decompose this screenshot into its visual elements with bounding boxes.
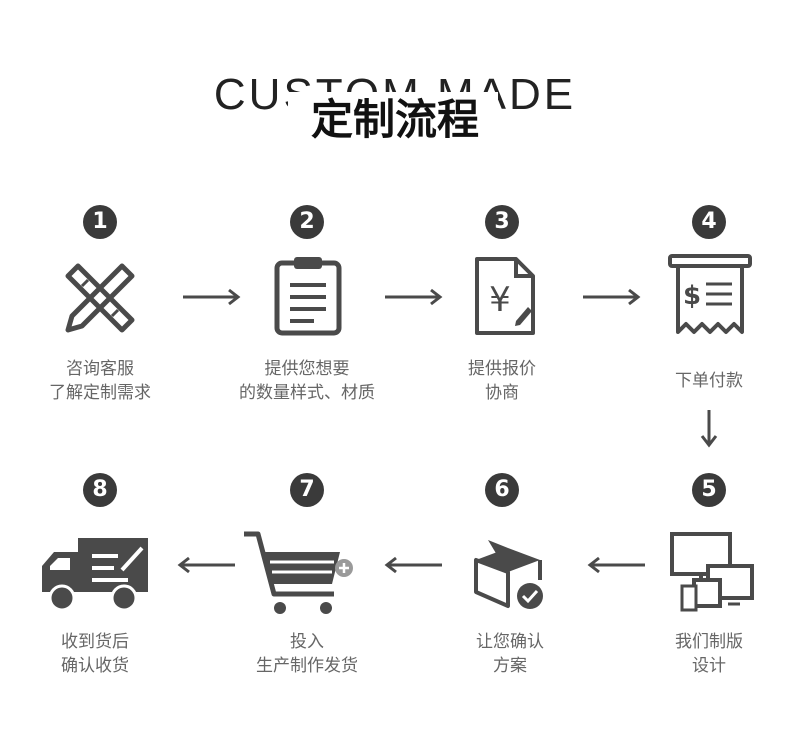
step-number-8: 8 — [83, 473, 117, 507]
shopping-cart-icon — [244, 531, 353, 614]
arrow-right-icon — [385, 288, 443, 306]
step-label-8-line1: 收到货后 — [61, 632, 129, 652]
box-check-icon — [474, 540, 543, 609]
step-label-3-line2: 协商 — [485, 383, 519, 403]
step-label-8-line2: 确认收货 — [61, 656, 129, 676]
step-number-2: 2 — [290, 205, 324, 239]
step-label-7-line2: 生产制作发货 — [256, 656, 358, 676]
step-number-5: 5 — [692, 473, 726, 507]
step-label-2-line2: 的数量样式、材质 — [239, 383, 375, 403]
step-label-2: 提供您想要 的数量样式、材质 — [217, 357, 397, 405]
step-label-1-line1: 咨询客服 — [66, 359, 134, 379]
step-number-3: 3 — [485, 205, 519, 239]
step-label-8: 收到货后 确认收货 — [5, 630, 185, 678]
ruler-pencil-icon — [65, 263, 135, 333]
title-backdrop — [288, 92, 498, 150]
step-number-4: 4 — [692, 205, 726, 239]
step-label-4: 下单付款 — [619, 369, 790, 393]
arrow-left-icon — [587, 556, 645, 574]
step-label-3-line1: 提供报价 — [468, 359, 536, 379]
clipboard-icon — [274, 257, 342, 336]
step-label-7: 投入 生产制作发货 — [217, 630, 397, 678]
step-label-2-line1: 提供您想要 — [264, 359, 350, 379]
step-label-4-line1: 下单付款 — [675, 371, 743, 391]
title-chinese: 定制流程 — [310, 95, 479, 144]
step-label-3: 提供报价 协商 — [412, 357, 592, 405]
step-label-1: 咨询客服 了解定制需求 — [10, 357, 190, 405]
step-number-7: 7 — [290, 473, 324, 507]
step-label-5-line2: 设计 — [692, 656, 726, 676]
delivery-truck-icon — [42, 538, 148, 612]
arrow-left-icon — [384, 556, 442, 574]
step-label-6-line2: 方案 — [493, 656, 527, 676]
receipt-icon: $ — [668, 254, 752, 334]
devices-icon — [670, 532, 754, 612]
arrow-left-icon — [177, 556, 235, 574]
yuan-document-icon: ¥ — [475, 257, 535, 335]
step-label-6-line1: 让您确认 — [476, 632, 544, 652]
step-label-5-line1: 我们制版 — [675, 632, 743, 652]
arrow-down-icon — [700, 410, 718, 448]
step-number-6: 6 — [485, 473, 519, 507]
step-label-1-line2: 了解定制需求 — [49, 383, 151, 403]
svg-text:$: $ — [683, 281, 701, 311]
arrow-right-icon — [183, 288, 241, 306]
svg-text:¥: ¥ — [489, 280, 511, 320]
step-label-5: 我们制版 设计 — [619, 630, 790, 678]
arrow-right-icon — [583, 288, 641, 306]
step-label-6: 让您确认 方案 — [420, 630, 600, 678]
step-number-1: 1 — [83, 205, 117, 239]
step-label-7-line1: 投入 — [290, 632, 324, 652]
